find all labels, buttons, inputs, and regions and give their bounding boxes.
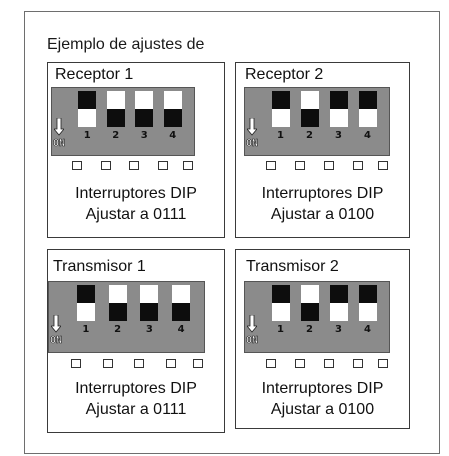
dip-switch-knob <box>358 91 377 109</box>
dip-switch[interactable] <box>300 285 319 321</box>
connector-pin <box>378 161 388 170</box>
caption-line: Interruptores DIP <box>261 380 384 397</box>
dip-switch[interactable] <box>329 91 348 127</box>
connector-pin <box>157 161 168 170</box>
down-arrow-icon <box>247 118 257 136</box>
switch-number: 2 <box>114 324 122 335</box>
connector-pin <box>323 359 334 368</box>
connector-pin <box>72 161 83 170</box>
caption-line: Interruptores DIP <box>261 185 384 202</box>
connector-pin <box>129 161 140 170</box>
dip-switch-knob <box>271 91 290 109</box>
dip-switch[interactable] <box>78 91 97 127</box>
switch-number: 1 <box>82 324 90 335</box>
dip-switch-knob <box>140 303 159 321</box>
diagram-title: Ejemplo de ajustes de <box>47 36 205 53</box>
dip-switch[interactable] <box>163 91 182 127</box>
down-arrow-icon <box>51 315 61 333</box>
connector-pin <box>294 161 305 170</box>
connector-pin <box>100 161 111 170</box>
on-label: ON <box>246 138 259 150</box>
switch-number: 3 <box>335 130 342 141</box>
switch-number: 3 <box>145 324 153 335</box>
switch-number: 1 <box>83 130 91 141</box>
caption-line: Interruptores DIP <box>75 380 197 397</box>
down-arrow-icon <box>247 315 257 333</box>
switch-number: 4 <box>364 324 371 335</box>
dip-switch-knob <box>163 109 182 127</box>
connector-pin <box>265 359 276 368</box>
dip-switch[interactable] <box>108 285 127 321</box>
dip-switch-knob <box>172 303 191 321</box>
on-label: ON <box>50 335 63 347</box>
transmitter-label: Transmisor 2 <box>246 258 339 275</box>
switch-number: 1 <box>277 130 284 141</box>
connector-pin <box>352 161 363 170</box>
dip-switch-knob <box>300 303 319 321</box>
dip-switch-knob <box>108 303 127 321</box>
caption-line: Ajustar a 0111 <box>85 401 187 418</box>
switch-number: 1 <box>277 324 284 335</box>
transmitter-caption: Interruptores DIP Ajustar a 0111 <box>47 378 225 420</box>
dip-switch[interactable] <box>271 285 290 321</box>
caption-line: Interruptores DIP <box>75 185 197 202</box>
caption-line: Ajustar a 0100 <box>270 206 375 223</box>
caption-line: Ajustar a 0100 <box>270 401 375 418</box>
connector-pin <box>352 359 363 368</box>
switch-number: 2 <box>306 324 313 335</box>
receiver-label: Receptor 2 <box>245 66 324 83</box>
switch-number: 2 <box>112 130 120 141</box>
dip-switch[interactable] <box>172 285 191 321</box>
connector-pin <box>378 359 388 368</box>
connector-pin <box>323 161 334 170</box>
connector-pin <box>193 359 203 368</box>
connector-pin <box>166 359 177 368</box>
on-label: ON <box>246 335 259 347</box>
transmitter-label: Transmisor 1 <box>53 258 146 275</box>
dip-switch[interactable] <box>300 91 319 127</box>
transmitter-caption: Interruptores DIP Ajustar a 0100 <box>235 378 410 420</box>
dip-switch[interactable] <box>358 91 377 127</box>
receiver-caption: Interruptores DIP Ajustar a 0111 <box>47 183 225 225</box>
connector-pin <box>70 359 81 368</box>
dip-switch[interactable] <box>271 91 290 127</box>
down-arrow-icon <box>54 118 64 136</box>
dip-switch[interactable] <box>135 91 154 127</box>
dip-switch[interactable] <box>329 285 348 321</box>
dip-switch-knob <box>76 285 95 303</box>
switch-number: 4 <box>169 130 177 141</box>
dip-switch-knob <box>271 285 290 303</box>
connector-pin <box>102 359 113 368</box>
dip-switch[interactable] <box>106 91 125 127</box>
dip-switch-knob <box>358 285 377 303</box>
switch-number: 3 <box>140 130 148 141</box>
dip-switch-knob <box>329 91 348 109</box>
dip-switch-knob <box>78 91 97 109</box>
switch-number: 4 <box>364 130 371 141</box>
receiver-caption: Interruptores DIP Ajustar a 0100 <box>235 183 410 225</box>
caption-line: Ajustar a 0111 <box>85 206 187 223</box>
switch-number: 3 <box>335 324 342 335</box>
dip-switch-knob <box>135 109 154 127</box>
dip-switch[interactable] <box>76 285 95 321</box>
receiver-label: Receptor 1 <box>55 66 134 83</box>
dip-switch-knob <box>329 285 348 303</box>
dip-switch-knob <box>300 109 319 127</box>
switch-number: 2 <box>306 130 313 141</box>
dip-switch[interactable] <box>358 285 377 321</box>
dip-switch[interactable] <box>140 285 159 321</box>
on-label: ON <box>53 138 66 150</box>
connector-pin <box>183 161 193 170</box>
connector-pin <box>134 359 145 368</box>
switch-number: 4 <box>177 324 185 335</box>
dip-switch-knob <box>106 109 125 127</box>
connector-pin <box>294 359 305 368</box>
connector-pin <box>265 161 276 170</box>
